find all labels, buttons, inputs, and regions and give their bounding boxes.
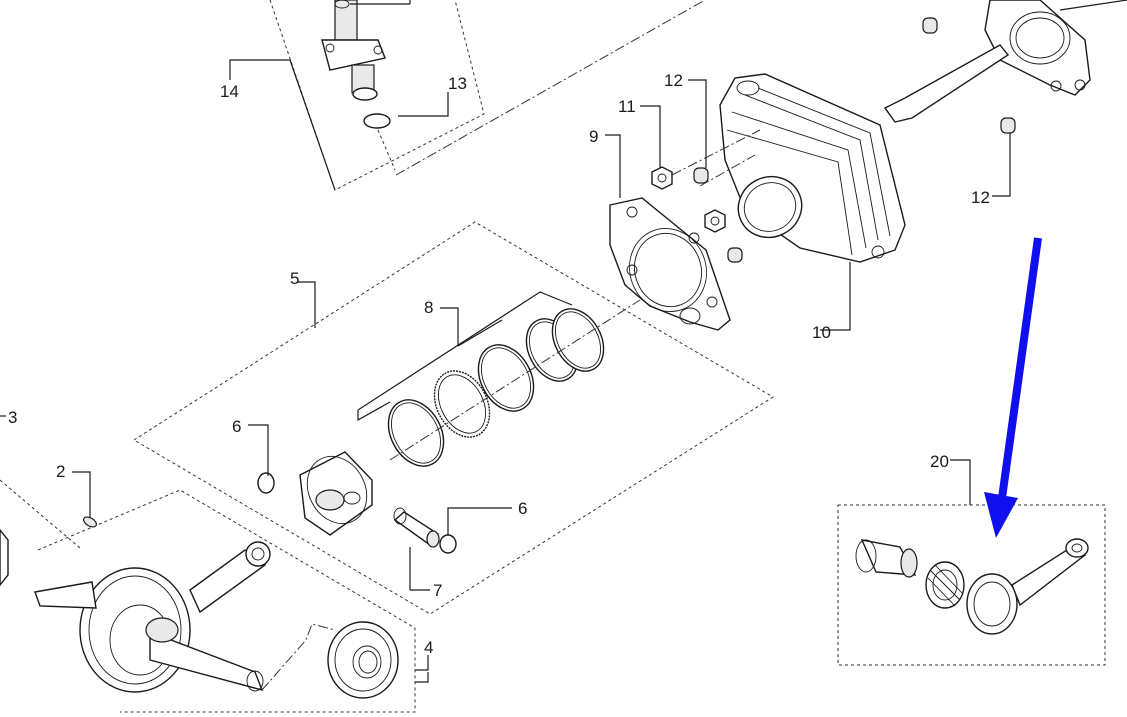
bearing [261, 621, 399, 699]
label-3: 3 [8, 408, 17, 427]
crankshaft-group-box [37, 489, 416, 713]
conrod-kit-box [837, 504, 1106, 666]
woodruff-key [83, 516, 97, 528]
label-10: 10 [812, 323, 831, 342]
label-9: 9 [589, 127, 598, 146]
piston-pin [393, 507, 440, 548]
piston [299, 451, 373, 536]
piston-rings [357, 291, 641, 467]
label-13: 13 [448, 74, 467, 93]
tensioner-group [269, 0, 706, 191]
label-7: 7 [433, 581, 442, 600]
circlip-6a [257, 472, 275, 494]
leader-lines [0, 59, 1011, 683]
label-11: 11 [618, 97, 636, 116]
label-6-left: 6 [232, 417, 241, 436]
label-20: 20 [930, 452, 949, 471]
piston-group-box [133, 221, 774, 615]
gasket-9 [609, 197, 731, 331]
cylinder-fittings [651, 17, 1016, 263]
circlip-6b [439, 534, 457, 554]
label-6-right: 6 [518, 499, 527, 518]
label-5: 5 [290, 269, 299, 288]
cylinder-10 [719, 73, 906, 263]
label-14: 14 [220, 82, 239, 101]
label-12-top: 12 [664, 71, 683, 90]
label-12-right: 12 [971, 188, 990, 207]
conrod-kit [855, 538, 1089, 635]
cylinder-head-gasket [883, 0, 1127, 123]
label-2: 2 [56, 462, 65, 481]
label-8: 8 [424, 298, 433, 317]
down-arrow-icon [984, 237, 1042, 538]
label-4: 4 [424, 638, 433, 657]
crankshaft [0, 528, 271, 693]
